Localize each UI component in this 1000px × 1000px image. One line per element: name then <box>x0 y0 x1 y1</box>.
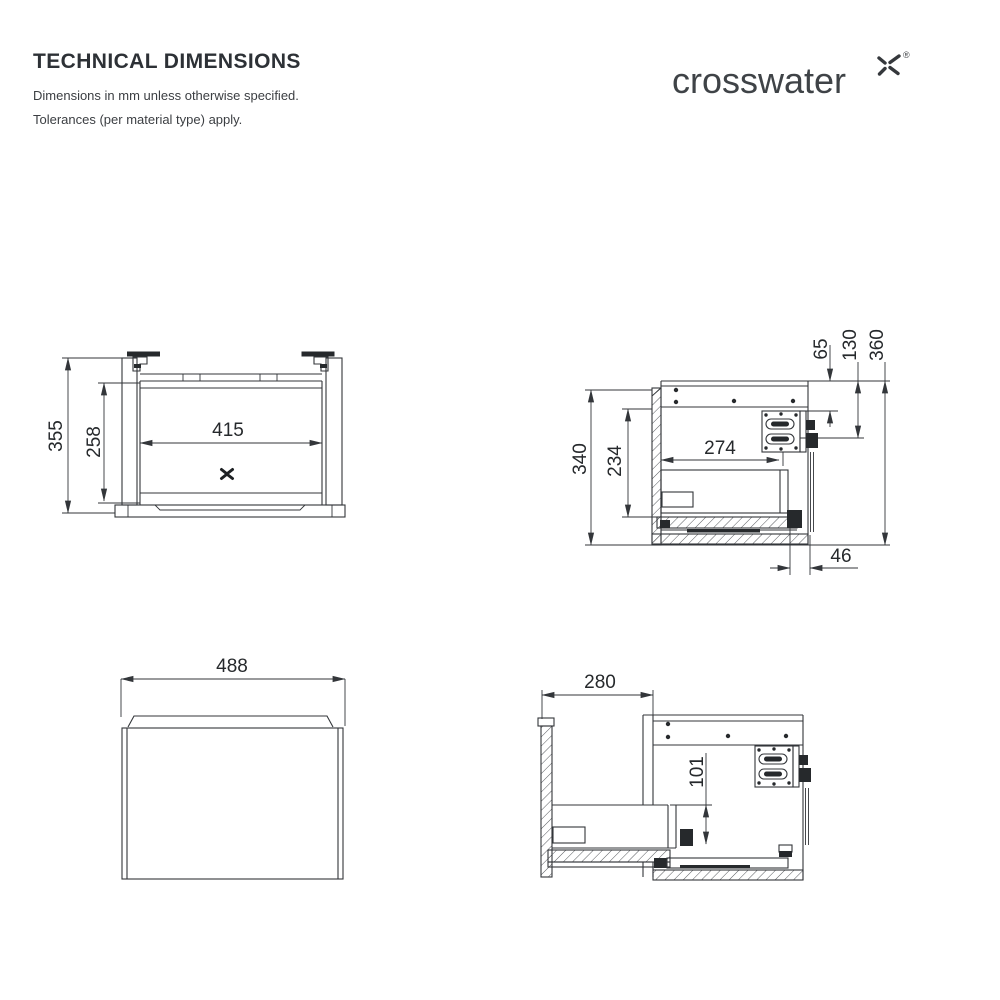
dim-rear-gap: 46 <box>830 546 851 567</box>
crosswater-x-icon <box>877 54 901 76</box>
cabinet-bottom-section <box>652 869 804 881</box>
slide-connector <box>680 829 693 846</box>
dim-inner-width: 415 <box>212 420 244 441</box>
left-side-panel <box>121 357 138 506</box>
dim-hanger-offset-top: 65 <box>811 338 832 359</box>
crosswater-x-mark <box>220 468 234 480</box>
header-note-1: Dimensions in mm unless otherwise specif… <box>33 88 299 103</box>
wall-hanging-bracket <box>754 745 811 788</box>
drawer-front-cap <box>537 717 555 727</box>
dim-side-overall-height: 360 <box>867 329 888 361</box>
dim-extension: 280 <box>584 672 616 693</box>
drawer-box-extended <box>552 804 677 849</box>
dim-drawer-depth: 274 <box>704 438 736 459</box>
dim-drop: 101 <box>687 756 708 788</box>
dim-hanger-offset-bottom: 130 <box>840 329 861 361</box>
front-view-open: 355 258 415 <box>46 351 346 518</box>
top-rail <box>140 373 322 389</box>
dim-overall-width: 488 <box>216 656 248 677</box>
drawer-front-panel-extended <box>540 725 553 878</box>
slide-end-cap <box>778 844 793 853</box>
wall-rail <box>805 788 809 845</box>
carcass-outline <box>660 380 809 545</box>
bottom-panel <box>114 504 346 518</box>
page-title: TECHNICAL DIMENSIONS <box>33 50 301 73</box>
brand-logo: crosswater ® <box>672 48 922 108</box>
rear-slide-bracket <box>787 510 802 528</box>
drawer-bottom-section <box>547 849 671 863</box>
drawer-box <box>660 469 789 514</box>
wall-rail <box>810 452 814 532</box>
cabinet-body <box>121 727 344 880</box>
left-hanger-bracket <box>127 351 160 357</box>
side-view-extended: 280 <box>537 672 811 881</box>
dim-side-inner-height: 234 <box>605 445 626 477</box>
cabinet-bottom-section <box>651 533 809 545</box>
header: TECHNICAL DIMENSIONS Dimensions in mm un… <box>33 50 301 127</box>
top-lid <box>127 715 334 728</box>
registered-mark: ® <box>903 50 910 60</box>
dim-overall-height: 355 <box>46 420 67 452</box>
drawer-bottom-section <box>656 516 798 529</box>
dim-carcass-height: 340 <box>570 443 591 475</box>
right-hanger-bracket <box>301 351 335 357</box>
front-view-closed: 488 <box>120 656 346 880</box>
wall-hanging-bracket <box>761 410 818 453</box>
header-note-2: Tolerances (per material type) apply. <box>33 112 243 127</box>
right-side-panel <box>325 357 343 506</box>
brand-logo-text: crosswater <box>672 60 847 101</box>
side-view-closed: 340 234 274 65 130 360 46 <box>570 329 890 575</box>
dim-inner-height: 258 <box>84 426 105 458</box>
drawer-front-panel-section <box>651 387 662 546</box>
